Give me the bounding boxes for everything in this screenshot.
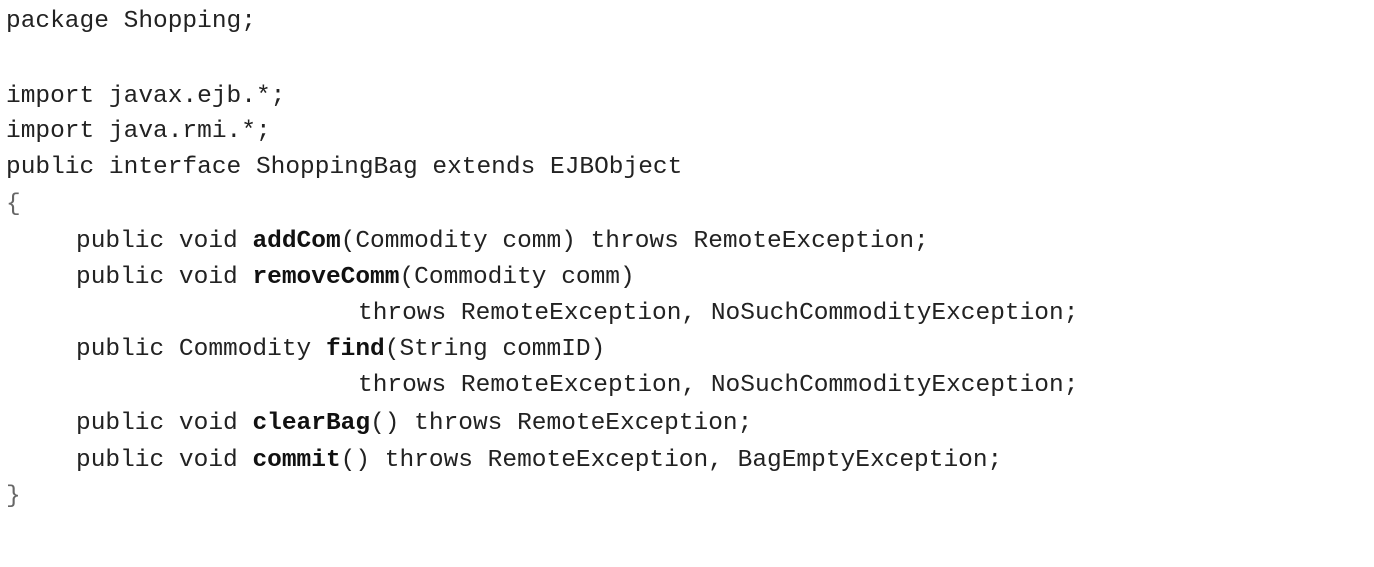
method-clearbag: public void clearBag() throws RemoteExce… xyxy=(6,409,752,439)
method-modifier: public void xyxy=(76,264,253,291)
method-modifier: public Commodity xyxy=(76,336,326,363)
method-signature: () throws RemoteException, BagEmptyExcep… xyxy=(340,447,1003,474)
method-addcom: public void addCom(Commodity comm) throw… xyxy=(6,227,929,257)
method-commit: public void commit() throws RemoteExcept… xyxy=(6,446,1002,476)
method-modifier: public void xyxy=(76,228,253,255)
package-line: package Shopping; xyxy=(6,8,256,35)
method-signature: (String commID) xyxy=(384,336,606,363)
import-line-rmi: import java.rmi.*; xyxy=(6,118,271,145)
method-removecomm: public void removeComm(Commodity comm) xyxy=(6,263,635,293)
method-modifier: public void xyxy=(76,447,253,474)
method-signature: () throws RemoteException; xyxy=(370,410,753,437)
method-find: public Commodity find(String commID) xyxy=(6,335,605,365)
code-listing: package Shopping; import javax.ejb.*; im… xyxy=(6,0,1078,567)
method-name-clearbag: clearBag xyxy=(252,410,371,437)
import-line-ejb: import javax.ejb.*; xyxy=(6,83,286,110)
method-signature: (Commodity comm) xyxy=(399,264,635,291)
removecomm-throws-clause: throws RemoteException, NoSuchCommodityE… xyxy=(358,300,1079,327)
method-name-commit: commit xyxy=(252,447,341,474)
interface-declaration: public interface ShoppingBag extends EJB… xyxy=(6,154,683,181)
method-modifier: public void xyxy=(76,410,253,437)
method-name-find: find xyxy=(325,336,385,363)
close-brace: } xyxy=(6,483,21,510)
method-signature: (Commodity comm) throws RemoteException; xyxy=(340,228,929,255)
find-throws-clause: throws RemoteException, NoSuchCommodityE… xyxy=(358,372,1079,399)
method-name-addcom: addCom xyxy=(252,228,341,255)
open-brace: { xyxy=(6,191,21,218)
method-name-removecomm: removeComm xyxy=(252,264,400,291)
